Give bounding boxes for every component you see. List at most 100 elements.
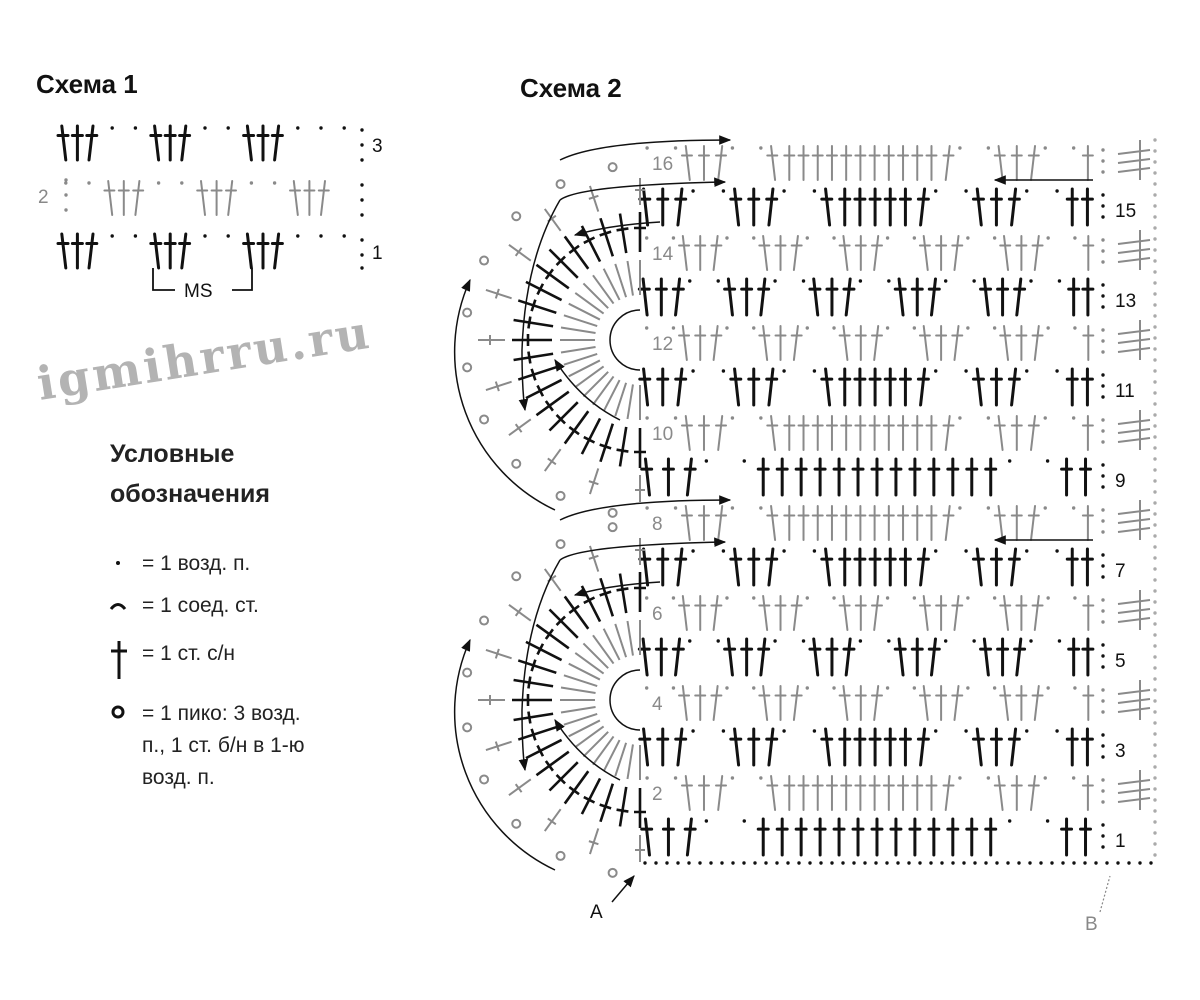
double-crochet-stitch — [729, 187, 743, 227]
fan-inner-stitch — [614, 382, 628, 417]
double-crochet-stitch — [993, 415, 1006, 451]
chain-dot — [896, 861, 900, 865]
chain-dot — [360, 198, 364, 202]
fan-stitch — [616, 426, 629, 467]
double-crochet-stitch — [984, 817, 998, 857]
double-crochet-stitch — [1065, 367, 1079, 407]
fan-inner-stitch — [563, 712, 598, 726]
chain-dot — [1153, 809, 1157, 813]
double-crochet-stitch — [842, 277, 856, 317]
chain-dot — [742, 819, 746, 823]
double-crochet-stitch — [854, 145, 867, 181]
direction-arrow — [559, 177, 727, 201]
chain-dot — [704, 819, 709, 823]
double-crochet-stitch — [897, 775, 910, 811]
chain-dot — [644, 596, 649, 600]
double-crochet-stitch — [883, 367, 897, 407]
fan-stitch — [563, 770, 590, 805]
edge-stitch — [1117, 518, 1151, 524]
chain-dot — [1153, 358, 1157, 362]
double-crochet-stitch — [918, 325, 931, 361]
chain-dot — [863, 861, 867, 865]
fan-stitch — [616, 786, 629, 827]
chain-dot — [203, 234, 207, 238]
double-crochet-stitch — [820, 547, 834, 587]
double-crochet-stitch — [783, 415, 796, 451]
chain-dot — [1101, 530, 1105, 534]
picot — [607, 867, 618, 878]
double-crochet-stitch — [870, 235, 883, 271]
chain-dot — [805, 596, 809, 600]
chain-dot — [360, 158, 364, 162]
double-crochet-stitch — [289, 180, 301, 216]
picot — [511, 211, 522, 222]
chain-dot — [1153, 589, 1157, 593]
double-crochet-stitch — [723, 277, 737, 317]
fan-inner-stitch — [614, 623, 628, 658]
legend-item-slip-stitch: = 1 соед. ст. — [142, 594, 259, 617]
chain-dot — [1153, 578, 1157, 582]
chain-dot — [964, 729, 968, 733]
edge-stitch — [1117, 248, 1151, 254]
chain-dot — [725, 596, 729, 600]
edge-stitch — [1117, 698, 1151, 704]
chain-dot — [786, 861, 790, 865]
chain-dot — [958, 776, 962, 780]
double-crochet-stitch — [1067, 277, 1081, 317]
direction-arrow — [453, 638, 556, 871]
fan-motif — [453, 135, 732, 518]
start-b-arrow — [1099, 875, 1111, 913]
chain-dot — [645, 506, 649, 510]
chain-dot — [1153, 567, 1157, 571]
double-crochet-stitch — [270, 232, 284, 270]
double-crochet-stitch — [694, 685, 707, 721]
double-crochet-stitch — [729, 367, 743, 407]
chain-dot — [644, 686, 649, 690]
double-crochet-stitch — [838, 685, 851, 721]
chain-dot — [1101, 294, 1105, 298]
fan-stitch — [525, 738, 563, 760]
chain-dot — [934, 549, 938, 553]
double-crochet-stitch — [984, 457, 998, 497]
chain-dot — [1101, 710, 1105, 714]
chain-dot — [1101, 654, 1105, 658]
chain-dot — [691, 369, 695, 373]
chain-dot — [1153, 314, 1157, 318]
fan-stitch — [563, 595, 590, 630]
chain-dot — [958, 506, 962, 510]
fan-outer-stitch — [508, 603, 532, 622]
double-crochet-stitch — [854, 235, 867, 271]
chain-dot — [1071, 776, 1076, 780]
chain-dot-icon — [116, 561, 120, 565]
chain-dot — [1071, 506, 1076, 510]
chain-dot — [342, 234, 346, 238]
double-crochet-stitch — [1079, 457, 1093, 497]
chain-dot — [934, 729, 938, 733]
double-crochet-stitch — [1007, 187, 1021, 227]
chain-dot — [934, 189, 938, 193]
double-crochet-stitch — [868, 547, 882, 587]
edge-stitch — [1117, 608, 1151, 614]
chain-dot — [1055, 549, 1059, 553]
double-crochet-stitch — [838, 547, 852, 587]
chain-dot — [1007, 459, 1012, 463]
chain-dot — [1153, 182, 1157, 186]
double-crochet-stitch — [794, 457, 808, 497]
double-crochet-stitch — [927, 457, 941, 497]
double-crochet-stitch — [1060, 457, 1074, 497]
chain-dot — [1046, 686, 1050, 690]
chain-dot — [1043, 146, 1047, 150]
double-crochet-stitch — [757, 277, 771, 317]
fan-inner-stitch — [560, 326, 596, 334]
chain-dot — [1153, 534, 1157, 538]
chain-dot — [1101, 283, 1105, 287]
double-crochet-stitch — [640, 457, 654, 497]
repeat-bracket — [152, 268, 253, 291]
fan-stitch — [616, 573, 629, 614]
double-crochet-stitch — [757, 637, 771, 677]
chain-dot — [643, 861, 647, 865]
edge-stitch — [1117, 689, 1151, 695]
fan-inner-stitch — [592, 634, 615, 665]
chain-dot — [885, 686, 890, 690]
chain-dot — [1153, 160, 1157, 164]
